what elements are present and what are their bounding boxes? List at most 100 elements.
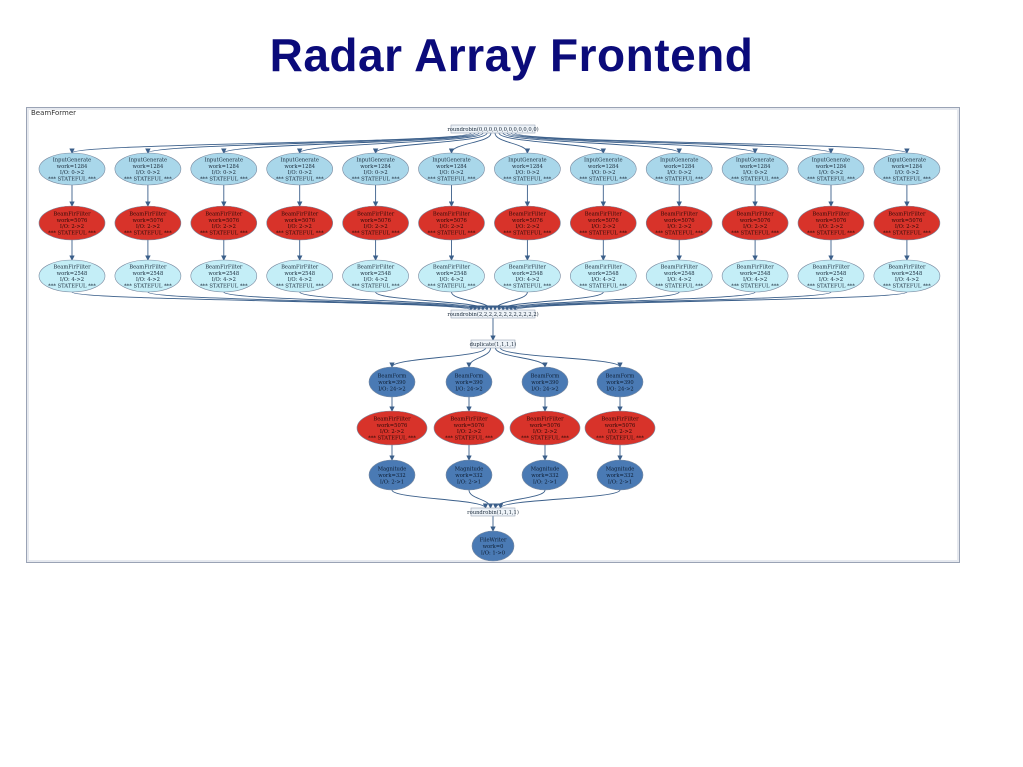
beamform-node-line-1: BeamForm <box>531 374 560 380</box>
duplicate-split-node[interactable]: duplicate(1,1,1,1) <box>470 339 517 349</box>
edge-filter-to-join <box>147 291 478 311</box>
input-generate-node-shape <box>266 152 334 186</box>
roundrobin-join-bottom-node[interactable]: roundrobin(1,1,1,1) <box>467 507 519 517</box>
beam-fir-filter-node-line-3: I/O: 2->2 <box>895 224 919 230</box>
input-generate-node-line-1: InputGenerate <box>280 157 319 163</box>
roundrobin-join-node[interactable]: roundrobin(2,2,2,2,2,2,2,2,2,2,2,2) <box>447 309 539 319</box>
input-generate-node-line-4: *** STATEFUL *** <box>352 177 400 183</box>
beam-fir-filter-node-line-2: work=2548 <box>57 271 88 277</box>
input-generate-node-line-3: I/O: 0->2 <box>439 170 463 176</box>
beam-fir-filter-node-line-4: *** STATEFUL *** <box>521 436 569 442</box>
edge-split-to-generator <box>448 132 492 154</box>
input-generate-node-line-4: *** STATEFUL *** <box>655 177 703 183</box>
beam-fir-filter-node-shape <box>645 205 713 241</box>
input-generate-node-shape <box>190 152 258 186</box>
beamform-node-shape <box>596 366 644 398</box>
beamform-node-line-3: I/O: 24->2 <box>531 386 558 392</box>
beam-fir-filter-node-line-3: I/O: 4->2 <box>288 277 312 283</box>
input-generate-node-line-2: work=1284 <box>816 164 847 170</box>
input-generate-node-line-1: InputGenerate <box>584 157 623 163</box>
magnitude-node-line-2: work=332 <box>378 473 405 479</box>
beamform-node-shape <box>368 366 416 398</box>
beam-fir-filter-node-shape <box>266 205 334 241</box>
beam-fir-filter-node-line-2: work=5076 <box>512 218 543 224</box>
beam-fir-filter-node-line-4: *** STATEFUL *** <box>807 231 855 237</box>
beam-fir-filter-node-shape <box>190 205 258 241</box>
input-generate-node-line-4: *** STATEFUL *** <box>124 177 172 183</box>
beam-fir-filter-node-line-1: BeamFirFilter <box>53 211 91 217</box>
beam-fir-filter-node-line-4: *** STATEFUL *** <box>579 231 627 237</box>
beam-fir-filter-node-shape <box>721 205 789 241</box>
edge-filter-to-join <box>299 291 486 311</box>
beamform-node-line-3: I/O: 24->2 <box>606 386 633 392</box>
input-generate-node-line-4: *** STATEFUL *** <box>48 177 96 183</box>
beam-fir-filter-node-line-4: *** STATEFUL *** <box>200 231 248 237</box>
input-generate-node-line-3: I/O: 0->2 <box>288 170 312 176</box>
beam-fir-filter-node-shape <box>418 205 485 241</box>
input-generate-node-line-1: InputGenerate <box>53 157 92 163</box>
beam-fir-filter-node-line-3: I/O: 4->2 <box>439 277 463 283</box>
beamform-node-line-2: work=390 <box>606 380 633 386</box>
input-generate-node-line-4: *** STATEFUL *** <box>807 177 855 183</box>
roundrobin-split-node[interactable]: roundrobin(0,0,0,0,0,0,0,0,0,0,0,0) <box>447 124 539 134</box>
input-generate-node-line-2: work=1284 <box>740 164 771 170</box>
input-generate-node-shape <box>721 152 789 186</box>
beam-fir-filter-node-shape <box>797 205 865 241</box>
beam-fir-filter-node-line-2: work=5076 <box>360 218 391 224</box>
input-generate-node-line-4: *** STATEFUL *** <box>276 177 324 183</box>
beam-fir-filter-node-line-1: BeamFirFilter <box>281 211 319 217</box>
beam-fir-filter-node-line-2: work=2548 <box>816 271 847 277</box>
